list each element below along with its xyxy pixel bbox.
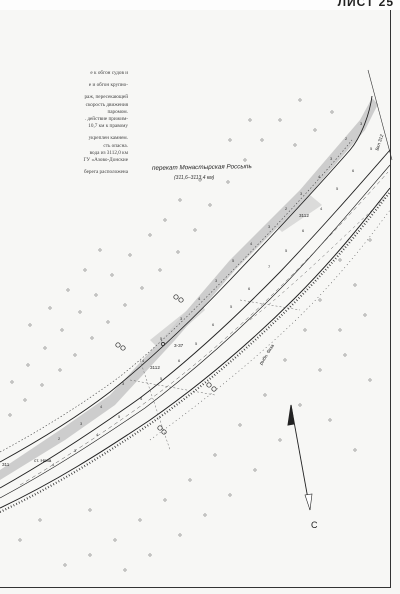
svg-text:4: 4	[96, 432, 99, 437]
km-mark-3112-top: 3112	[299, 213, 309, 218]
left-bank-dotted	[0, 139, 353, 453]
buoy-cluster-1	[115, 294, 217, 435]
right-land-dots	[18, 238, 372, 572]
svg-text:3: 3	[268, 224, 271, 229]
frame-right	[390, 10, 391, 588]
svg-text:6: 6	[352, 168, 355, 173]
svg-text:5: 5	[195, 341, 198, 346]
right-bank-hatch	[0, 191, 391, 513]
svg-text:3: 3	[74, 448, 77, 453]
svg-text:7: 7	[268, 264, 271, 269]
north-letter: С	[311, 520, 318, 530]
svg-text:5: 5	[336, 186, 339, 191]
village-label: ст. Нова	[34, 458, 52, 463]
mid-shoal	[150, 300, 205, 350]
svg-text:2: 2	[345, 136, 348, 141]
note-line: раж, пересекающей	[84, 94, 128, 101]
note-line: скорость движения	[85, 101, 128, 108]
sign-mark: 3-37	[174, 343, 184, 348]
svg-text:4: 4	[140, 396, 143, 401]
svg-text:4: 4	[318, 174, 321, 179]
svg-text:6: 6	[248, 286, 251, 291]
right-dashed-outer	[249, 194, 389, 321]
legend-notes: е к обгон судов и е и обгон крупно- раж,…	[0, 70, 128, 176]
svg-text:5: 5	[160, 336, 163, 341]
frame-bottom	[0, 587, 391, 588]
north-arrow	[287, 404, 313, 511]
note-line: паромом.	[107, 108, 128, 115]
svg-text:6: 6	[178, 358, 181, 363]
soundings: 323 432 345 343 543 432 565 465 765 656 …	[52, 121, 373, 467]
note-line: укреплен камнем.	[88, 135, 128, 142]
note-line: вода из 3112,0 км	[89, 149, 128, 156]
svg-text:3: 3	[215, 278, 218, 283]
svg-text:5: 5	[285, 248, 288, 253]
sheet-header: ЛИСТ 25	[0, 0, 400, 10]
svg-text:5: 5	[230, 304, 233, 309]
svg-text:3: 3	[80, 421, 83, 426]
note-line: берега расположена	[84, 169, 128, 176]
fairway-line-1	[0, 149, 391, 489]
km-mark-left: 311	[2, 462, 10, 467]
svg-text:6: 6	[302, 228, 305, 233]
fairway-line-2	[0, 164, 391, 499]
svg-text:2: 2	[285, 206, 288, 211]
svg-text:4: 4	[198, 296, 201, 301]
note-line: сть опасна.	[103, 142, 128, 149]
note-line: ГУ «Азово-Донские	[83, 157, 128, 164]
svg-text:4: 4	[142, 358, 145, 363]
sheet-number: ЛИСТ 25	[337, 0, 394, 9]
svg-text:4: 4	[100, 404, 103, 409]
svg-text:3: 3	[180, 316, 183, 321]
note-line: 10,7 км к правому	[88, 123, 128, 130]
km-mark-3112-mid: 3112	[150, 365, 160, 370]
svg-text:3: 3	[300, 191, 303, 196]
svg-text:5: 5	[370, 146, 373, 151]
land-dots	[8, 98, 334, 417]
upper-shoal	[270, 195, 322, 232]
right-bank-line	[0, 187, 391, 509]
fairway-dashed	[19, 171, 389, 486]
svg-text:4: 4	[320, 206, 323, 211]
note-line: е к обгон судов и	[90, 70, 128, 76]
note-line: . действие прижим-	[84, 116, 128, 123]
svg-text:3: 3	[330, 156, 333, 161]
sheet-cut-line	[367, 69, 393, 161]
crossing-line-2	[139, 359, 171, 451]
svg-text:2: 2	[58, 436, 61, 441]
svg-text:5: 5	[160, 376, 163, 381]
svg-text:3: 3	[360, 121, 363, 126]
note-line: е и обгон крупно-	[88, 82, 128, 89]
svg-text:5: 5	[118, 414, 121, 419]
svg-text:6: 6	[212, 322, 215, 327]
svg-text:4: 4	[250, 241, 253, 246]
rift-km-range: (311,6–3113,4 км)	[174, 175, 215, 181]
svg-text:5: 5	[232, 258, 235, 263]
svg-text:4: 4	[52, 462, 55, 467]
left-bank-line	[0, 95, 373, 463]
svg-text:3: 3	[122, 381, 125, 386]
